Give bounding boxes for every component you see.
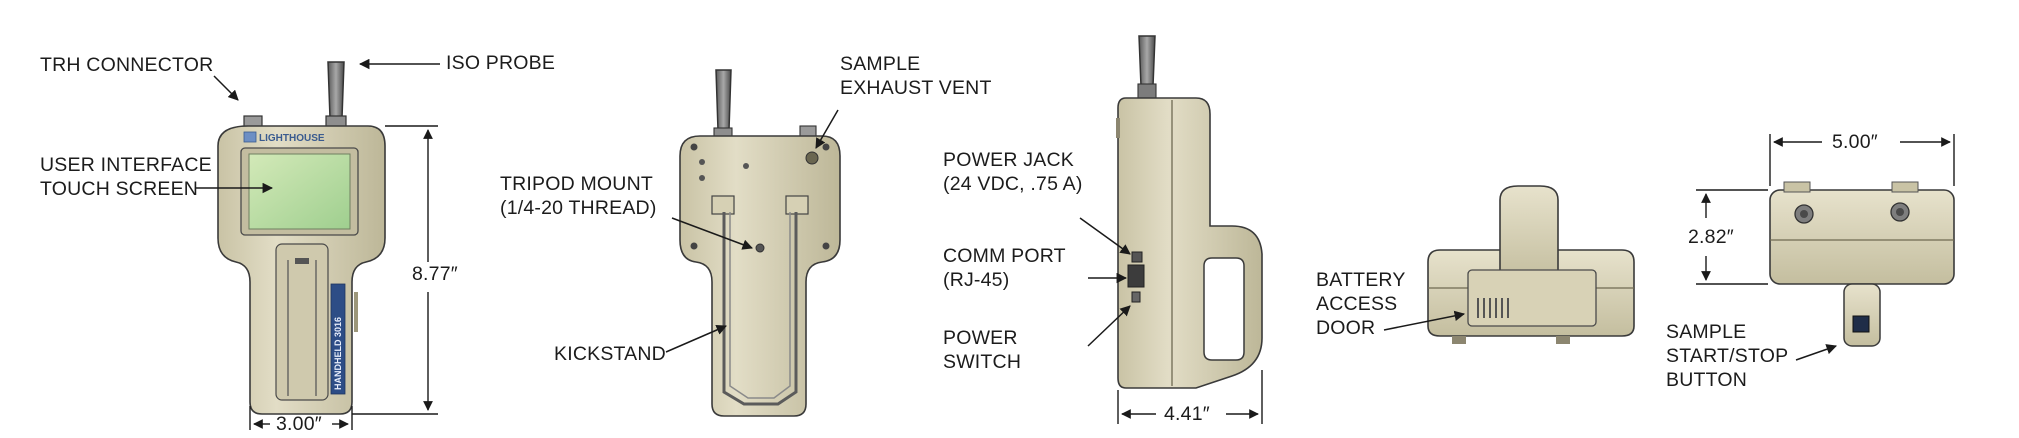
label-kickstand: KICKSTAND: [554, 343, 666, 365]
label-power-switch-line2: SWITCH: [943, 351, 1022, 373]
label-battery-door: BATTERY ACCESS DOOR: [1316, 268, 1406, 340]
top-handle: [1843, 283, 1881, 347]
label-power-jack: POWER JACK (24 VDC, .75 A): [943, 148, 1083, 196]
dim-width-top: 5.00″: [1832, 131, 1878, 153]
label-sample-exhaust: SAMPLE EXHAUST VENT: [840, 52, 992, 100]
kickstand-clip-left: [711, 195, 735, 215]
comm-port: [1127, 264, 1145, 288]
label-trh-connector: TRH CONNECTOR: [40, 54, 214, 76]
side-handle-cutout: [1203, 257, 1245, 361]
label-sample-button-line1: SAMPLE: [1666, 321, 1747, 343]
label-tripod-mount-line2: (1/4-20 THREAD): [500, 197, 657, 219]
dim-height-top: 2.82″: [1686, 225, 1736, 249]
label-user-interface-line1: USER INTERFACE: [40, 154, 212, 176]
label-iso-probe: ISO PROBE: [446, 52, 556, 74]
logo-mark: [243, 131, 257, 143]
label-power-switch-line1: POWER: [943, 327, 1018, 349]
side-probe: [1138, 35, 1156, 87]
power-jack: [1131, 251, 1143, 263]
label-battery-door-line2: ACCESS: [1316, 293, 1398, 315]
power-switch: [1131, 291, 1141, 303]
back-probe: [715, 69, 732, 131]
label-power-jack-line2: (24 VDC, .75 A): [943, 173, 1083, 195]
label-tripod-mount-line1: TRIPOD MOUNT: [500, 173, 653, 195]
back-view: [679, 69, 841, 417]
label-battery-door-line1: BATTERY: [1316, 269, 1406, 291]
tripod-mount: [755, 243, 765, 253]
label-comm-port-line1: COMM PORT: [943, 245, 1066, 267]
sample-button: [1852, 315, 1870, 333]
handle-latch: [295, 258, 309, 264]
brand-logo: LIGHTHOUSE: [259, 133, 325, 144]
kickstand-clip-right: [785, 195, 809, 215]
iso-probe: [327, 61, 345, 119]
model-strip: [330, 283, 346, 395]
label-sample-button-line2: START/STOP: [1666, 345, 1789, 367]
label-user-interface: USER INTERFACE TOUCH SCREEN: [40, 153, 212, 201]
label-sample-exhaust-line1: SAMPLE: [840, 53, 921, 75]
top-view: [1769, 181, 1955, 347]
side-view: [1116, 35, 1263, 389]
label-power-jack-line1: POWER JACK: [943, 149, 1074, 171]
top-body: [1769, 189, 1955, 285]
dim-depth-side: 4.41″: [1164, 403, 1210, 425]
callout-leaders: [196, 58, 1837, 361]
dim-width-front: 3.00″: [276, 413, 322, 435]
kickstand-wire: [722, 212, 798, 406]
label-sample-exhaust-line2: EXHAUST VENT: [840, 77, 992, 99]
label-sample-button: SAMPLE START/STOP BUTTON: [1666, 320, 1788, 392]
dim-height: 8.77″: [410, 262, 460, 286]
battery-door-grip: [1477, 298, 1509, 318]
label-power-switch: POWER SWITCH: [943, 326, 1021, 374]
battery-door: [1467, 269, 1597, 327]
label-sample-button-line3: BUTTON: [1666, 369, 1748, 391]
label-comm-port: COMM PORT (RJ-45): [943, 244, 1066, 292]
exhaust-vent: [805, 151, 819, 165]
battery-view: [1427, 185, 1635, 344]
label-comm-port-line2: (RJ-45): [943, 269, 1010, 291]
side-button: [354, 292, 358, 332]
model-text: HANDHELD 3016: [333, 317, 343, 390]
battery-handle-top: [1499, 185, 1559, 281]
label-user-interface-line2: TOUCH SCREEN: [40, 178, 199, 200]
label-battery-door-line3: DOOR: [1316, 317, 1376, 339]
handle-channel: [275, 243, 329, 401]
dimension-lines: [249, 125, 1955, 430]
label-tripod-mount: TRIPOD MOUNT (1/4-20 THREAD): [500, 172, 657, 220]
front-view: LIGHTHOUSE HANDHELD 3016: [217, 61, 386, 415]
touch-screen: [248, 153, 351, 230]
